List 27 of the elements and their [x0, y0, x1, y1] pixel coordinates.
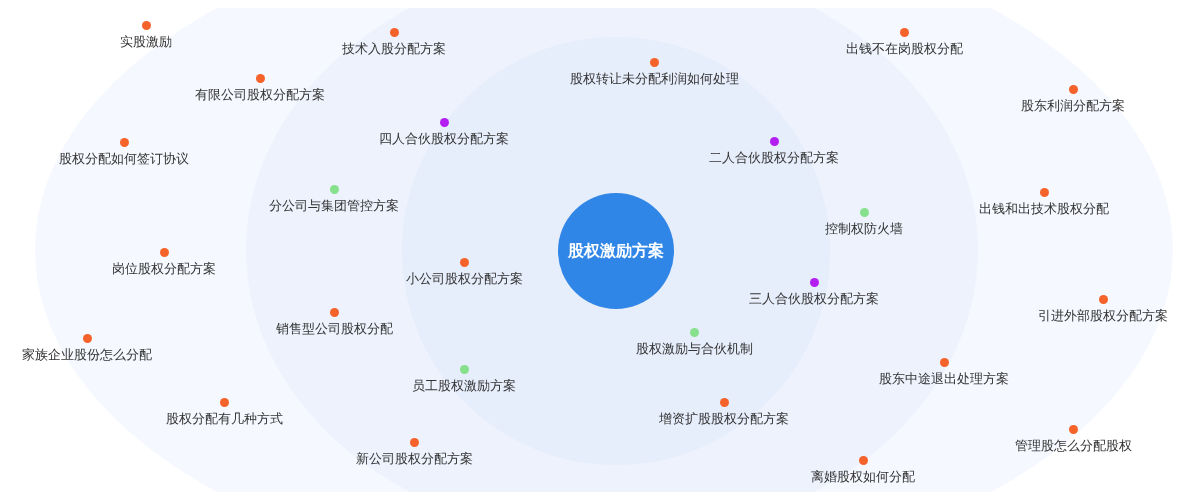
- center-title: 股权激励方案: [568, 240, 664, 262]
- keyword-label: 控制权防火墙: [825, 221, 903, 237]
- keyword-label: 新公司股权分配方案: [355, 451, 473, 467]
- keyword-label: 三人合伙股权分配方案: [749, 291, 879, 307]
- keyword-label: 离婚股权如何分配: [811, 469, 915, 485]
- keyword-label: 股权分配有几种方式: [165, 411, 283, 427]
- keyword-label: 员工股权激励方案: [412, 378, 516, 394]
- keyword-label: 出钱和出技术股权分配: [979, 201, 1109, 217]
- keyword-label: 实股激励: [120, 34, 172, 50]
- keyword-label: 管理股怎么分配股权: [1014, 438, 1132, 454]
- keyword-label: 股权分配如何签订协议: [59, 151, 189, 167]
- keyword-label: 家族企业股份怎么分配: [22, 347, 152, 363]
- keyword-label: 技术入股分配方案: [342, 41, 446, 57]
- keyword-label: 四人合伙股权分配方案: [379, 131, 509, 147]
- keyword-label: 岗位股权分配方案: [112, 261, 216, 277]
- keyword-label: 小公司股权分配方案: [405, 271, 523, 287]
- keyword-label: 引进外部股权分配方案: [1038, 308, 1168, 324]
- keyword-label: 出钱不在岗股权分配: [845, 41, 963, 57]
- keyword-label: 股权转让未分配利润如何处理: [569, 71, 739, 87]
- keyword-label: 有限公司股权分配方案: [195, 87, 325, 103]
- keyword-label: 股东利润分配方案: [1021, 98, 1125, 114]
- keyword-label: 分公司与集团管控方案: [269, 198, 399, 214]
- keyword-label: 增资扩股股权分配方案: [659, 411, 789, 427]
- keyword-label: 股东中途退出处理方案: [879, 371, 1009, 387]
- keyword-label: 股权激励与合伙机制: [635, 341, 753, 357]
- keyword-label: 销售型公司股权分配: [275, 321, 393, 337]
- keyword-label: 二人合伙股权分配方案: [709, 150, 839, 166]
